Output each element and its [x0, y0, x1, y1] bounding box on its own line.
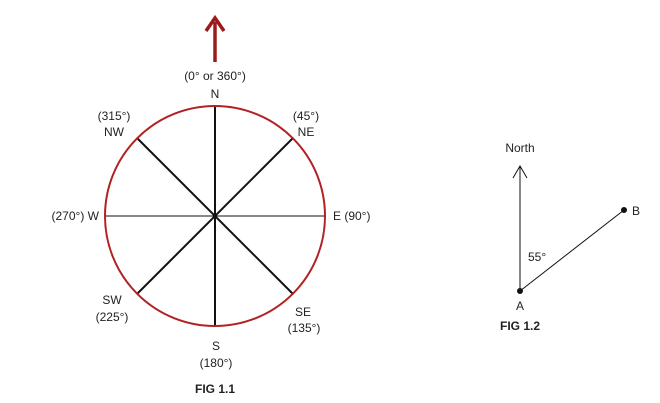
north-arrow-head	[204, 14, 226, 32]
north-reference-arrowhead	[512, 165, 528, 179]
north-label: N	[211, 87, 220, 101]
point-b-label: B	[632, 204, 640, 218]
fig2-caption: FIG 1.2	[500, 319, 540, 333]
southwest-degrees-label: (225°)	[96, 310, 129, 324]
compass-figure: (0° or 360°) N (45°) NE E (90°) SE (135°…	[52, 14, 370, 396]
southeast-label: SE	[295, 305, 311, 319]
point-b-dot	[621, 207, 627, 213]
north-text-label: North	[505, 141, 534, 155]
fig1-caption: FIG 1.1	[195, 382, 235, 396]
bearing-figure: North 55° A B FIG 1.2	[500, 141, 640, 333]
northwest-label: NW	[104, 125, 125, 139]
southwest-label: SW	[102, 293, 122, 307]
angle-label: 55°	[528, 250, 546, 264]
south-degrees-label: (180°)	[200, 356, 233, 370]
compass-circle	[104, 105, 326, 327]
point-a-label: A	[516, 299, 524, 313]
east-label: E (90°)	[333, 209, 370, 223]
north-degrees-label: (0° or 360°)	[184, 69, 246, 83]
west-label: (270°) W	[52, 209, 100, 223]
northeast-degrees-label: (45°)	[293, 109, 319, 123]
southeast-degrees-label: (135°)	[288, 321, 321, 335]
compass-line-nw-se	[136, 137, 294, 295]
point-a-dot	[517, 288, 523, 294]
northwest-degrees-label: (315°)	[98, 109, 131, 123]
south-label: S	[212, 339, 220, 353]
northeast-label: NE	[298, 125, 315, 139]
bearing-line-a-b	[519, 209, 625, 292]
